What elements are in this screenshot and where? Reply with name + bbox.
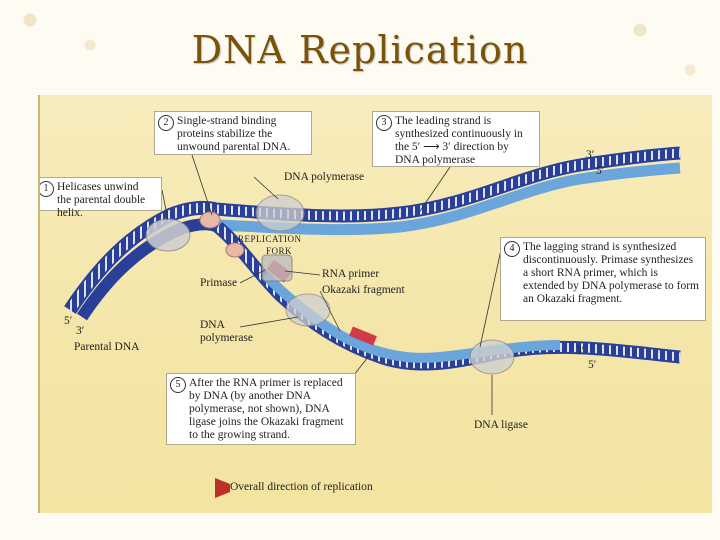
callout-text: Helicases unwind the parental double hel… <box>57 181 146 219</box>
callout-text: The leading strand is synthesized contin… <box>395 115 523 166</box>
label-5prime-top: 5′ <box>596 165 605 177</box>
leading-new-strand <box>217 162 681 236</box>
label-dna-polymerase-lower-1: DNA <box>200 319 225 331</box>
step-number: 2 <box>158 115 174 131</box>
dna-polymerase-leading <box>255 194 305 232</box>
label-3prime-bottom: 3′ <box>576 345 585 357</box>
label-replication: REPLICATION <box>238 234 302 244</box>
dna-ligase-enzyme <box>469 339 515 375</box>
callout-ssb: 2 Single-strand binding proteins stabili… <box>154 111 312 155</box>
slide-title: DNA Replication <box>191 28 529 72</box>
replication-figure: 1 Helicases unwind the parental double h… <box>38 95 712 513</box>
ssb-protein-1 <box>199 211 221 229</box>
step-number: 3 <box>376 115 392 131</box>
callout-text: After the RNA primer is replaced by DNA … <box>189 377 344 441</box>
callout-text: Single-strand binding proteins stabilize… <box>177 115 291 153</box>
label-5prime-bottom: 5′ <box>588 359 597 371</box>
dna-polymerase-lagging <box>285 293 331 327</box>
step-number: 4 <box>504 241 520 257</box>
label-dna-polymerase-top: DNA polymerase <box>284 171 365 183</box>
primase-enzyme <box>261 254 293 282</box>
label-rna-primer: RNA primer <box>322 268 380 280</box>
callout-helicase: 1 Helicases unwind the parental double h… <box>40 177 162 219</box>
callout-lagging-strand: 4 The lagging strand is synthesized disc… <box>500 237 706 321</box>
callout-leading-strand: 3 The leading strand is synthesized cont… <box>372 111 540 167</box>
label-fork: FORK <box>266 246 293 256</box>
label-okazaki-fragment: Okazaki fragment <box>322 284 405 296</box>
label-primase: Primase <box>200 277 238 289</box>
helicase <box>145 218 191 252</box>
callout-ligase: 5 After the RNA primer is replaced by DN… <box>166 373 356 445</box>
rna-primer-2 <box>349 326 377 346</box>
label-parental-dna: Parental DNA <box>74 341 140 353</box>
step-number: 1 <box>40 181 54 197</box>
replication-diagram <box>64 146 681 498</box>
label-dna-ligase: DNA ligase <box>474 419 528 431</box>
label-direction: Overall direction of replication <box>230 481 373 494</box>
ssb-protein-2 <box>225 242 245 258</box>
label-dna-polymerase-lower-2: polymerase <box>200 332 254 344</box>
label-3prime-top: 3′ <box>586 149 595 161</box>
label-3prime-left: 3′ <box>76 325 85 337</box>
step-number: 5 <box>170 377 186 393</box>
label-5prime-left: 5′ <box>64 315 73 327</box>
callout-text: The lagging strand is synthesized discon… <box>523 241 699 305</box>
